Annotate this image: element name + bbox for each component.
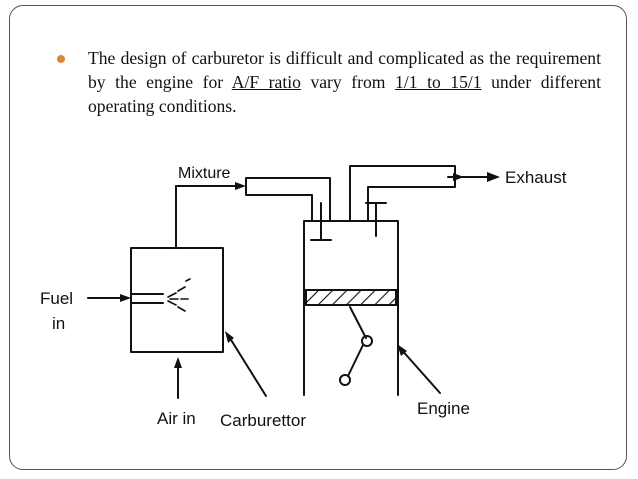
carburettor-leader [227, 334, 267, 397]
crank-shaft [339, 374, 351, 386]
intake-duct [245, 177, 331, 222]
air-in-arrowhead [174, 357, 182, 368]
fuel-spray-icon [167, 278, 191, 312]
mixture-arrowhead [235, 182, 246, 190]
bullet-text-part-2: vary from [300, 72, 396, 92]
slide-frame [9, 5, 627, 470]
engine-label: Engine [417, 399, 470, 418]
fuel-in-label-line2: in [52, 314, 65, 333]
engine-leader [399, 347, 441, 394]
exhaust-duct [349, 165, 456, 222]
bullet-text: The design of carburetor is difficult an… [88, 46, 601, 118]
carburettor-label: Carburettor [220, 411, 306, 430]
fuel-in-label-line1: Fuel [40, 289, 73, 308]
bullet-icon [57, 55, 65, 63]
connecting-rod [349, 306, 367, 339]
bullet-text-part-3: under different operating conditions. [88, 72, 601, 116]
air-in-label: Air in [157, 409, 196, 428]
af-ratio-term: A/F ratio [231, 72, 301, 92]
exhaust-mid-arrowhead [453, 173, 464, 181]
engine-cylinder [303, 220, 399, 396]
crank-arm [347, 344, 364, 377]
exhaust-arrowhead [487, 172, 500, 182]
bullet-text-part-1: The design of carburetor is difficult an… [88, 48, 601, 92]
engine-leader-arrowhead [397, 344, 407, 356]
carburettor-leader-arrowhead [225, 331, 234, 343]
crank-pin [361, 335, 373, 347]
carburettor-body [130, 247, 224, 353]
mixture-label: Mixture [178, 165, 231, 182]
exhaust-label: Exhaust [505, 168, 567, 187]
fuel-in-arrowhead [120, 294, 131, 302]
ratio-range-term: 1/1 to 15/1 [395, 72, 482, 92]
piston [305, 289, 397, 306]
